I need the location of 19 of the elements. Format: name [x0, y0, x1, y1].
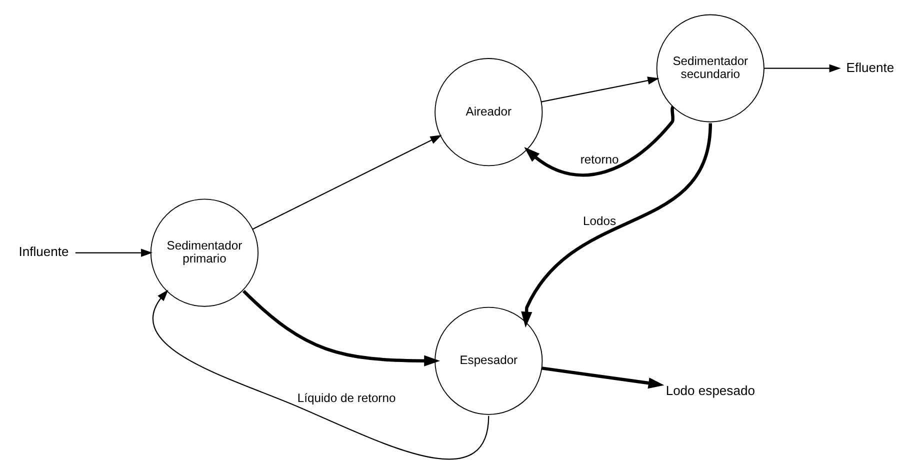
node-circle: Sedimentador secundario: [656, 14, 764, 122]
edge-label: Líquido de retorno: [297, 391, 396, 406]
arrow: [75, 248, 153, 257]
arrow: [524, 106, 675, 177]
arrow: [521, 123, 712, 328]
node-text: Influente: [18, 244, 69, 260]
arrow: [764, 64, 841, 72]
node-circle: Sedimentador primario: [150, 198, 258, 307]
node-text: Efluente: [846, 60, 894, 75]
arrow: [542, 366, 664, 389]
arrow: [541, 76, 660, 102]
arrow: [242, 290, 440, 366]
arrow: [252, 134, 442, 230]
edge-label: Lodos: [583, 214, 616, 228]
node-text: Lodo espesado: [666, 383, 755, 398]
edge-label: retorno: [580, 152, 619, 167]
node-circle: Espesador: [434, 306, 543, 415]
node-circle: Aireador: [434, 58, 543, 166]
arrow: [152, 290, 490, 460]
